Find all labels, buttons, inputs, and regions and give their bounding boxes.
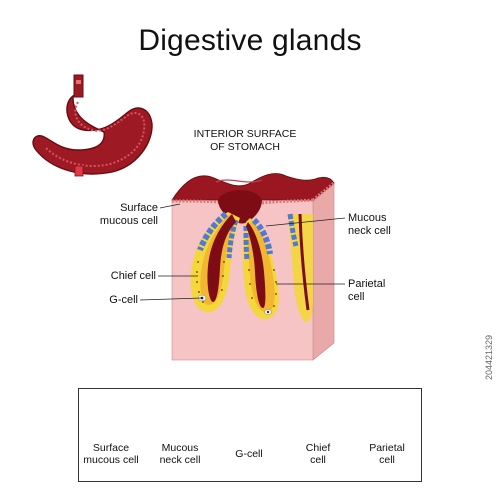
label-surface-mucous-line-2: mucous cell (99, 214, 158, 227)
label-mucous-neck-cell: Mucous neck cell (348, 212, 391, 237)
leader-lines (139, 203, 346, 301)
leader-mucous-neck (265, 217, 346, 227)
legend-chief-line-2: cell (310, 454, 326, 466)
legend-mucous-neck-line-2: neck cell (159, 454, 201, 466)
stomach-surface-caption: INTERIOR SURFACE OF STOMACH (180, 128, 310, 154)
caption-line-1: INTERIOR SURFACE (193, 128, 297, 140)
label-parietal-line-2: cell (348, 290, 365, 303)
legend-surface-line-2: mucous cell (83, 454, 139, 466)
stomach-icon (32, 74, 153, 177)
legend-mucous-neck-line-1: Mucous (161, 442, 199, 454)
label-chief-cell: Chief cell (110, 270, 156, 282)
legend-chief-line-1: Chief (305, 442, 331, 454)
label-parietal-line-1: Parietal (348, 278, 386, 290)
label-g-cell: G-cell (109, 294, 138, 306)
cell-types-legend (78, 388, 422, 482)
label-surface-mucous-line-1: Surface (120, 202, 158, 214)
legend-label-mucous-neck: Mucous neck cell (146, 442, 214, 466)
legend-label-g-cell: G-cell (215, 448, 283, 460)
left-gastric-gland (190, 211, 240, 313)
leader-g-cell (139, 297, 203, 301)
label-surface-mucous-cell: Surface mucous cell (82, 202, 158, 227)
right-gastric-gland (242, 217, 279, 320)
leader-surface-mucous (159, 203, 181, 209)
legend-parietal-line-1: Parietal (369, 442, 405, 454)
edge-gastric-gland (287, 213, 313, 322)
legend-surface-line-1: Surface (92, 442, 130, 454)
legend-g-cell-line-1: G-cell (235, 448, 263, 460)
diagram-title: Digestive glands (138, 24, 362, 57)
legend-label-chief: Chief cell (284, 442, 352, 466)
legend-label-surface-mucous: Surface mucous cell (77, 442, 145, 466)
legend-parietal-line-2: cell (379, 454, 395, 466)
caption-line-2: OF STOMACH (210, 141, 280, 153)
stock-id-watermark: 204421329 (484, 334, 494, 380)
tissue-block (171, 173, 335, 361)
label-parietal-cell: Parietal cell (348, 278, 385, 303)
label-mucous-neck-line-2: neck cell (348, 224, 391, 237)
label-mucous-neck-line-1: Mucous (348, 212, 387, 224)
legend-label-parietal: Parietal cell (353, 442, 421, 466)
